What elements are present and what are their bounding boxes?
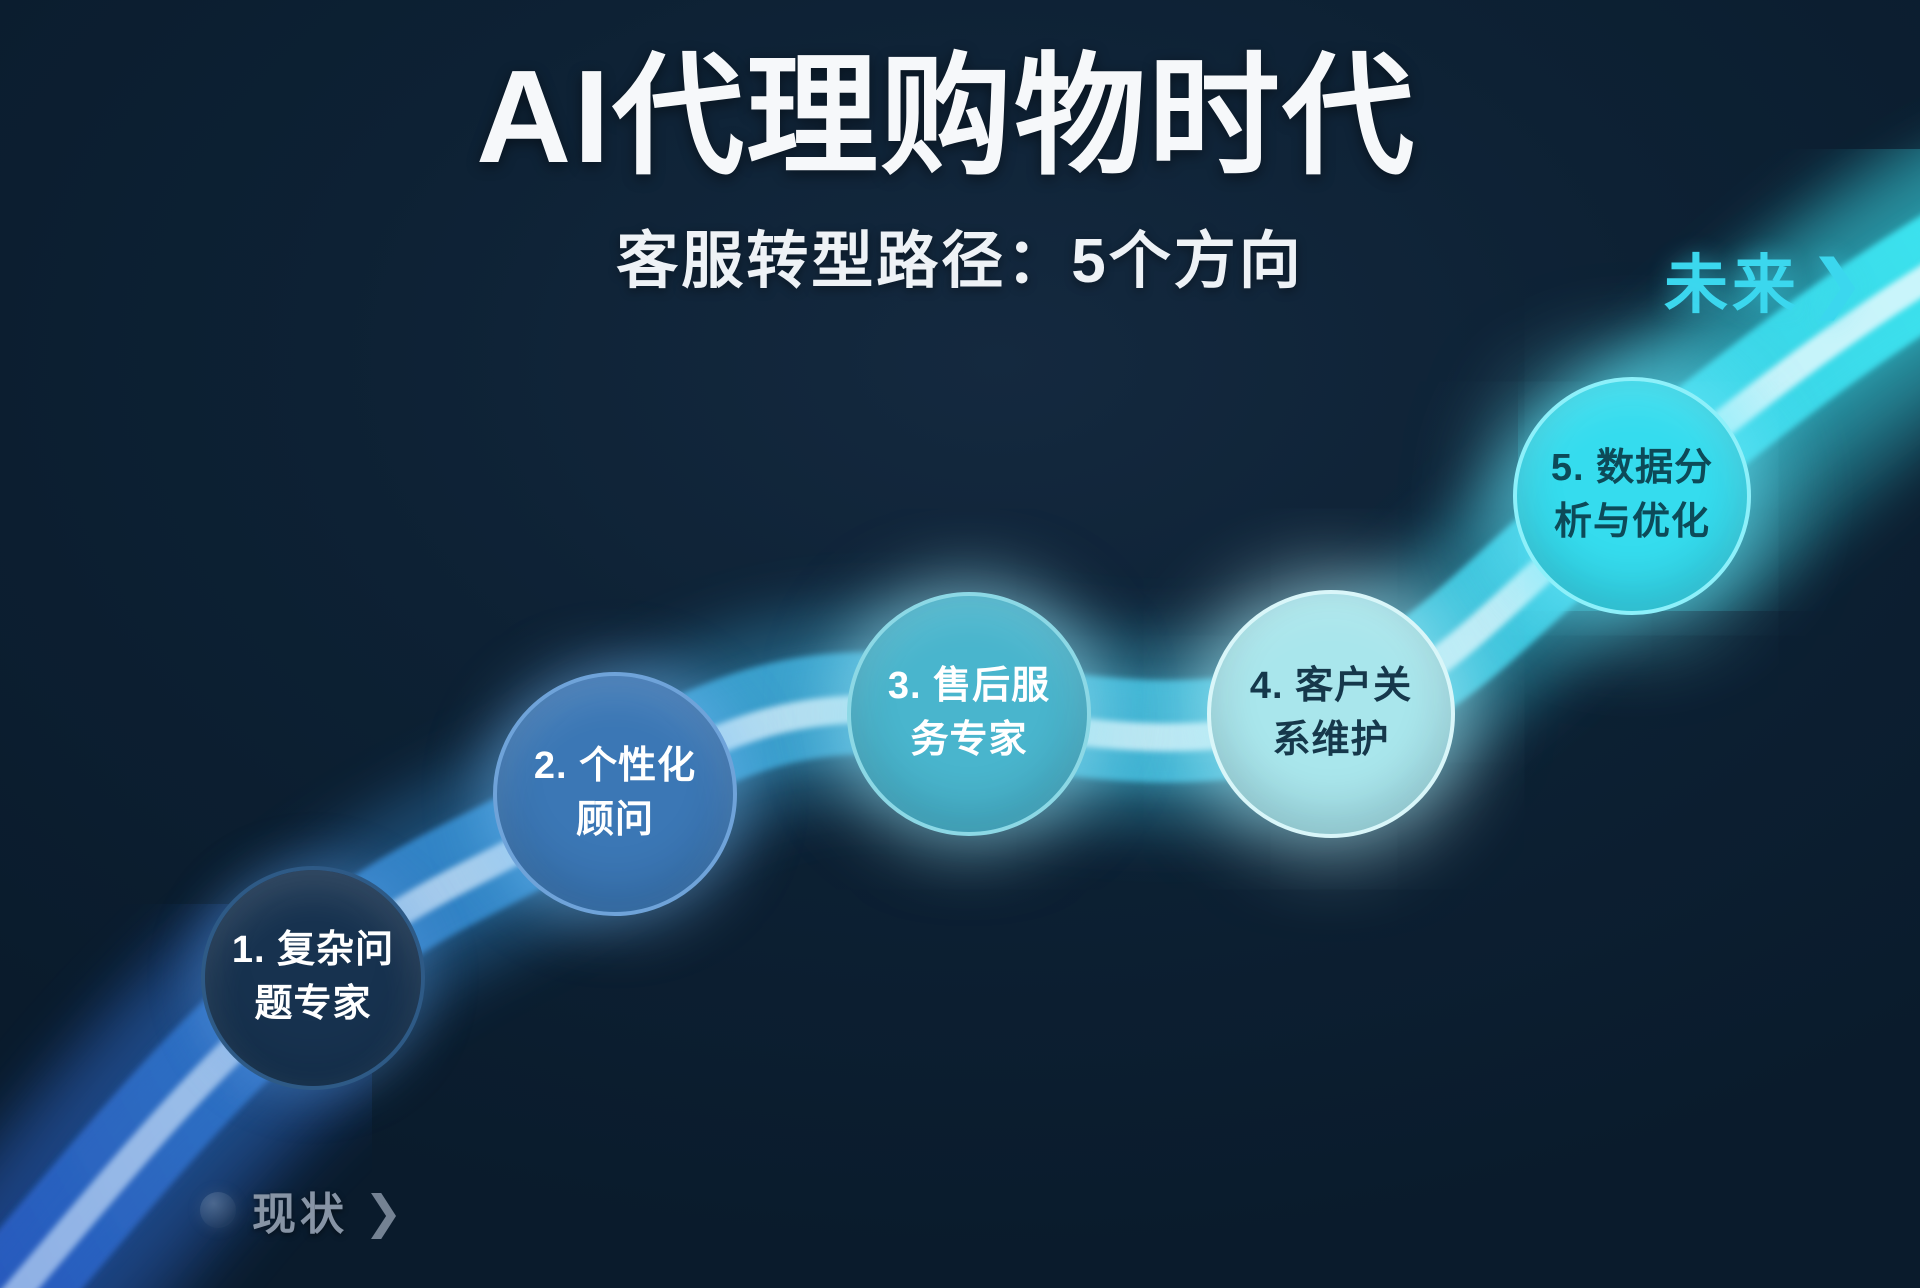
current-status-label: 现状 xyxy=(252,1190,348,1239)
page-subtitle: 客服转型路径：5个方向 xyxy=(616,227,1304,296)
status-dot-icon xyxy=(200,1192,236,1228)
path-node-1-complex-problem-expert: 1. 复杂问 题专家 xyxy=(201,866,425,1090)
path-node-5-data-analysis-optimization: 5. 数据分 析与优化 xyxy=(1513,377,1751,615)
path-node-2-personalized-advisor: 2. 个性化 顾问 xyxy=(493,672,737,916)
future-label: 未来 xyxy=(1664,249,1800,321)
node-label: 1. 复杂问 题专家 xyxy=(231,929,395,1025)
path-node-4-customer-relationship: 4. 客户关 系维护 xyxy=(1207,590,1455,838)
future-endpoint-label: 未来 ❯ xyxy=(1664,234,1865,326)
page-title: AI代理购物时代 xyxy=(476,43,1416,190)
chevron-right-icon: ❯ xyxy=(1808,246,1865,319)
node-label: 2. 个性化 顾问 xyxy=(533,745,697,841)
node-label: 3. 售后服 务专家 xyxy=(887,665,1051,761)
path-node-3-aftersales-service-expert: 3. 售后服 务专家 xyxy=(847,592,1091,836)
node-label: 5. 数据分 析与优化 xyxy=(1550,447,1714,543)
chevron-right-icon: ❯ xyxy=(364,1186,403,1238)
node-label: 4. 客户关 系维护 xyxy=(1249,665,1413,761)
current-status-endpoint: 现状 ❯ xyxy=(200,1178,403,1242)
